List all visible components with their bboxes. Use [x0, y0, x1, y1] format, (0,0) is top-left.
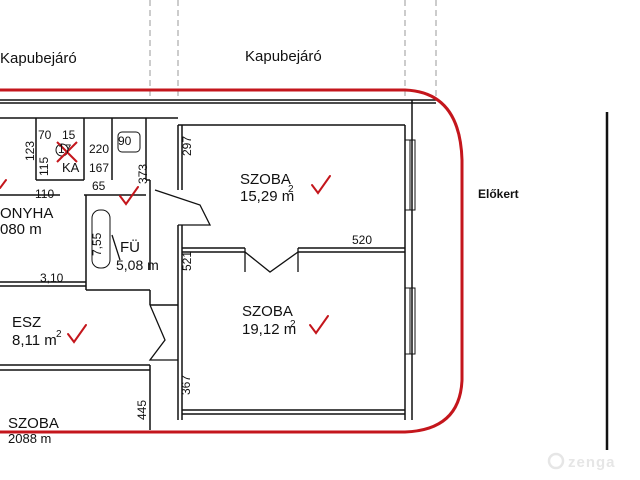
check-icon-room-middle	[309, 315, 329, 335]
wc-name: KA	[62, 160, 80, 175]
dim-123: 123	[23, 141, 37, 161]
room-bottom-name: SZOBA	[8, 415, 59, 432]
hall-name: ESZ	[12, 314, 41, 331]
dim-367: 367	[179, 375, 193, 395]
bath-name: FÜ	[120, 238, 140, 256]
driveway-label-left: Kapubejáró	[0, 50, 77, 67]
building-walls	[0, 99, 436, 430]
zenga-watermark: zenga	[547, 452, 616, 471]
check-icon-kitchen	[0, 179, 7, 189]
dim-115: 115	[37, 157, 51, 176]
dim-373: 373	[136, 164, 150, 184]
dim-90: 90	[118, 134, 132, 148]
front-garden-label: Előkert	[478, 187, 519, 201]
check-icon-hall	[67, 324, 87, 344]
kitchen-name: ONYHA	[0, 205, 53, 222]
zenga-logo-icon	[547, 452, 565, 470]
dim-220: 220	[89, 142, 109, 156]
driveway-label-right: Kapubejáró	[245, 48, 322, 65]
dim-70: 70	[38, 128, 52, 142]
dim-445: 445	[135, 400, 149, 420]
room-middle-area-unit: 2	[290, 319, 296, 330]
room-top-area-unit: 2	[288, 184, 294, 195]
room-middle-area: 19,12 m	[242, 321, 296, 338]
room-middle-name: SZOBA	[242, 303, 293, 320]
check-marks	[0, 175, 331, 344]
watermark-text: zenga	[568, 454, 616, 471]
dim-755: 7,55	[90, 232, 104, 256]
doors	[111, 189, 299, 361]
check-icon-room-top	[311, 175, 331, 195]
apartment-highlight-outline	[0, 88, 464, 434]
kitchen-area: 080 m	[0, 221, 42, 238]
hall-area: 8,11 m	[12, 332, 57, 349]
dim-110: 110	[35, 187, 54, 201]
dim-310: 3,10	[40, 271, 64, 285]
check-icon-bath	[119, 186, 139, 206]
facade-windows	[404, 139, 416, 355]
wc-cross-mark	[56, 141, 78, 163]
room-top-name: SZOBA	[240, 171, 291, 188]
property-boundary-lines	[149, 0, 437, 100]
room-bottom-area: 2088 m	[8, 431, 51, 446]
room-top-area: 15,29 m	[240, 188, 294, 205]
dim-297: 297	[180, 136, 194, 156]
dim-520: 520	[352, 233, 372, 247]
hall-area-unit: 2	[56, 329, 62, 340]
bath-area: 5,08 m	[116, 257, 159, 273]
dim-15: 15	[62, 128, 76, 142]
dim-521: 521	[180, 251, 194, 271]
dim-17: 17	[58, 142, 72, 156]
dim-167: 167	[89, 161, 109, 175]
dim-65: 65	[92, 179, 106, 193]
